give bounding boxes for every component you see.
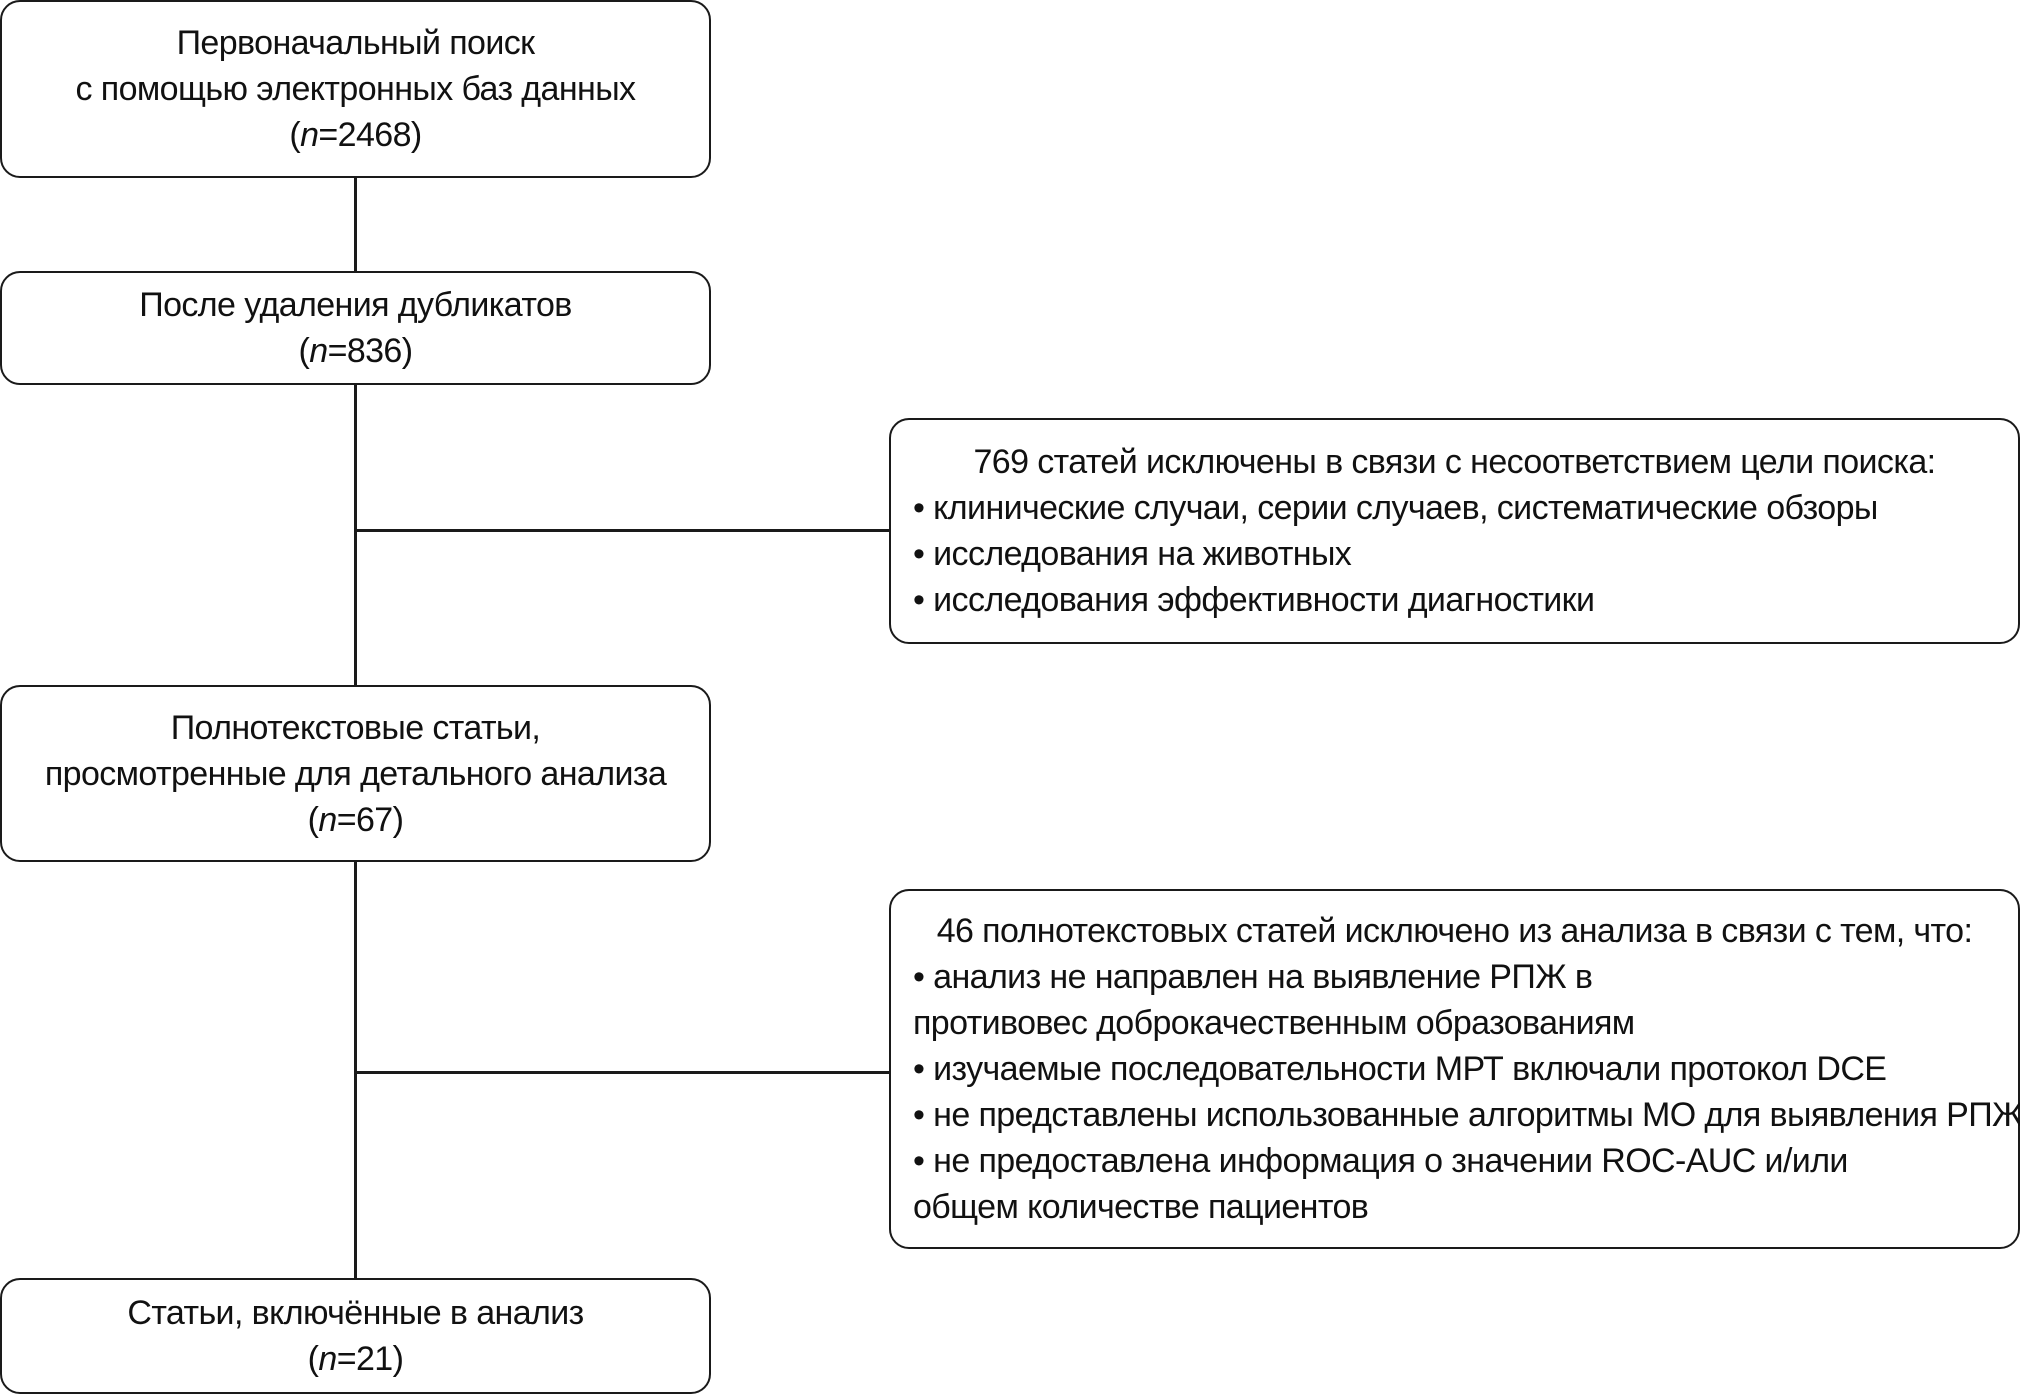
box-initial-search-count: (n=2468) — [289, 116, 422, 154]
exclusion-second-item-1: • анализ не направлен на выявление РПЖ в… — [913, 958, 1635, 1042]
connector-main-2 — [354, 385, 357, 685]
box-included-count: (n=21) — [307, 1340, 404, 1378]
box-initial-search-line-2: с помощью электронных баз данных — [75, 70, 637, 108]
exclusion-second-item-3: • не представлены использованные алгорит… — [913, 1096, 2020, 1134]
box-included: Статьи, включённые в анализ (n=21) — [0, 1278, 711, 1394]
box-fulltext-reviewed: Полнотекстовые статьи, просмотренные для… — [0, 685, 711, 862]
count-value: =2468 — [318, 116, 411, 154]
box-initial-search: Первоначальный поиск с помощью электронн… — [0, 0, 711, 178]
n-symbol: n — [318, 1340, 337, 1378]
exclusion-box-first: 769 статей исключены в связи с несоответ… — [889, 418, 2020, 644]
connector-branch-2 — [354, 1071, 889, 1074]
box-after-dedup: После удаления дубликатов (n=836) — [0, 271, 711, 385]
count-value: =67 — [336, 800, 393, 839]
exclusion-second-item-2: • изучаемые последовательности МРТ включ… — [913, 1050, 1887, 1088]
box-fulltext-line-1: Полнотекстовые статьи, — [170, 708, 541, 747]
count-value: =21 — [336, 1340, 393, 1378]
exclusion-second-heading: 46 полнотекстовых статей исключено из ан… — [936, 912, 1973, 950]
exclusion-first-item-1: • клинические случаи, серии случаев, сис… — [913, 489, 1878, 527]
exclusion-first-item-2: • исследования на животных — [913, 535, 1352, 573]
box-fulltext-line-2: просмотренные для детального анализа — [44, 754, 667, 793]
n-symbol: n — [318, 800, 337, 839]
connector-main-1 — [354, 178, 357, 271]
box-included-line-1: Статьи, включённые в анализ — [127, 1294, 584, 1332]
n-symbol: n — [309, 332, 328, 370]
box-initial-search-line-1: Первоначальный поиск — [176, 24, 535, 62]
box-fulltext-count: (n=67) — [307, 800, 404, 839]
count-value: =836 — [327, 332, 403, 370]
exclusion-second-item-4: • не предоставлена информация о значении… — [913, 1142, 1848, 1226]
n-symbol: n — [300, 116, 319, 154]
box-after-dedup-count: (n=836) — [298, 332, 414, 370]
exclusion-box-second: 46 полнотекстовых статей исключено из ан… — [889, 889, 2020, 1249]
exclusion-first-item-3: • исследования эффективности диагностики — [913, 581, 1595, 619]
box-after-dedup-line-1: После удаления дубликатов — [139, 286, 572, 324]
exclusion-first-heading: 769 статей исключены в связи с несоответ… — [973, 443, 1936, 481]
connector-branch-1 — [354, 529, 889, 532]
connector-main-3 — [354, 862, 357, 1278]
